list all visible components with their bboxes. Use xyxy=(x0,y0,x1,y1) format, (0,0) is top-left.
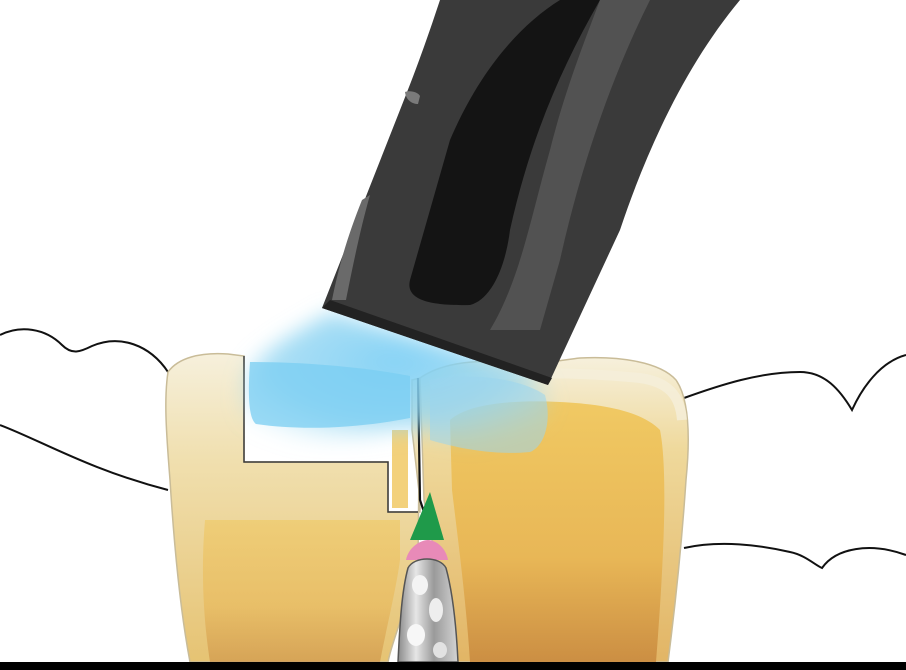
cavity-dentin-exposure xyxy=(392,430,408,508)
bottom-border-bar xyxy=(0,662,906,670)
gingiva-outline-right xyxy=(684,355,906,410)
left-dentin xyxy=(203,520,400,662)
gingiva-lower-left xyxy=(0,425,168,490)
gingiva-lower-right xyxy=(684,544,906,568)
curing-light-tip xyxy=(322,0,740,385)
gingiva-outline-left xyxy=(0,329,168,372)
